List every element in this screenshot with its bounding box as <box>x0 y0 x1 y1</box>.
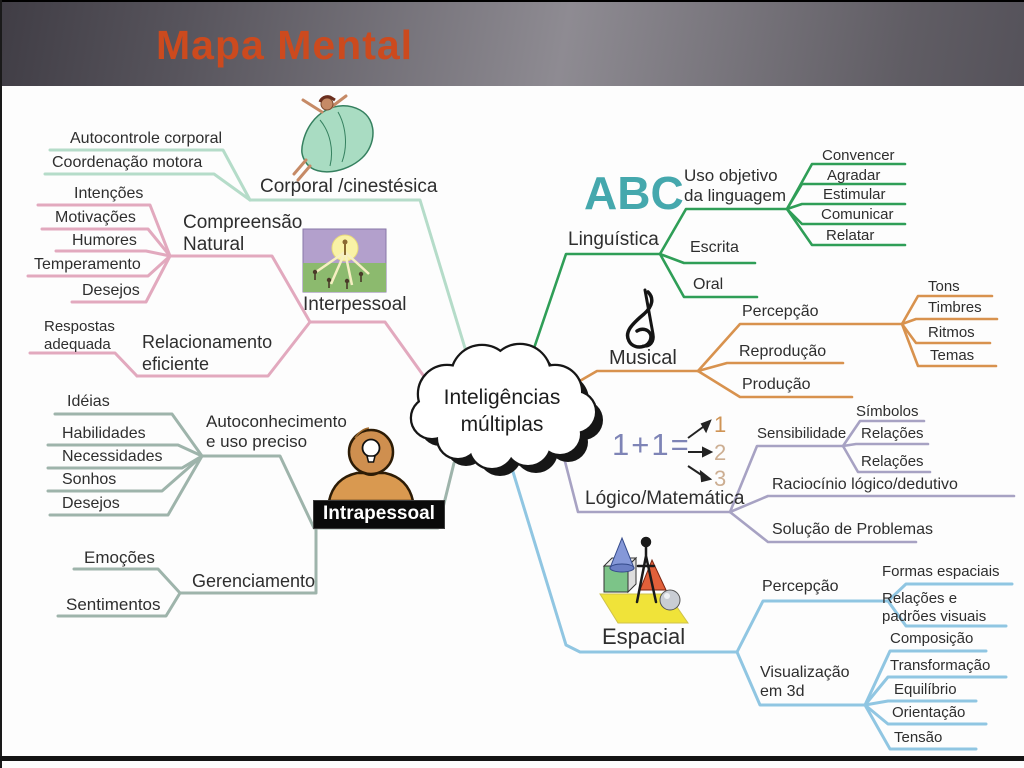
node-relacoes-padroes: Relações e padrões visuais <box>882 590 987 625</box>
node-compreensao-natural: Compreensão Natural <box>183 212 303 255</box>
dancer-icon <box>292 94 374 182</box>
equation-arrows-icon <box>687 419 714 483</box>
central-cloud <box>409 342 603 476</box>
branch-interpessoal: Interpessoal <box>303 294 407 315</box>
node-raciocinio: Raciocínio lógico/dedutivo <box>772 476 958 493</box>
node-autocontrole: Autocontrole corporal <box>70 130 223 147</box>
node-tons: Tons <box>928 278 960 295</box>
node-sonhos: Sonhos <box>62 471 117 488</box>
node-humores: Humores <box>72 232 137 249</box>
node-escrita: Escrita <box>690 239 739 256</box>
node-sensibilidade: Sensibilidade <box>757 425 847 442</box>
node-motivacoes: Motivações <box>55 209 136 226</box>
node-coordenacao: Coordenação motora <box>52 154 203 171</box>
equation-text: 1+1= <box>612 427 691 462</box>
node-respostas: Respostas adequada <box>44 318 115 353</box>
interpessoal-branch-lines <box>26 203 430 384</box>
people-circle-icon <box>302 228 387 293</box>
musical-branch-lines <box>576 294 999 399</box>
equation-result-2: 2 <box>714 440 727 465</box>
node-gerenciamento: Gerenciamento <box>192 571 316 591</box>
node-tensao: Tensão <box>894 729 943 746</box>
branch-logico: Lógico/Matemática <box>585 488 745 509</box>
node-autoconhecimento: Autoconhecimento e uso preciso <box>206 412 347 452</box>
slide-bottom-edge <box>0 756 1024 761</box>
node-desejos-natural: Desejos <box>82 282 140 299</box>
linguistica-branch-lines <box>528 162 907 362</box>
node-uso-objetivo: Uso objetivo da linguagem <box>684 166 787 206</box>
node-comunicar: Comunicar <box>821 206 894 223</box>
node-agradar: Agradar <box>827 167 881 184</box>
central-topic: Inteligências múltiplas <box>443 386 561 437</box>
branch-linguistica: Linguística <box>568 229 659 250</box>
node-convencer: Convencer <box>822 147 895 164</box>
node-estimular: Estimular <box>823 186 886 203</box>
node-temperamento: Temperamento <box>34 256 141 273</box>
node-reproducao: Reprodução <box>739 343 827 360</box>
node-orientacao: Orientação <box>892 704 966 721</box>
node-intencoes: Intenções <box>74 185 144 202</box>
branch-intrapessoal: Intrapessoal <box>313 500 445 529</box>
node-relacoes-2: Relações <box>861 453 924 470</box>
node-timbres: Timbres <box>928 299 982 316</box>
treble-clef-icon <box>625 288 655 349</box>
node-ritmos: Ritmos <box>928 324 975 341</box>
node-formas-espaciais: Formas espaciais <box>882 563 1000 580</box>
node-percepcao-musical: Percepção <box>742 303 819 320</box>
node-habilidades: Habilidades <box>62 425 146 442</box>
equation-result-1: 1 <box>714 412 727 437</box>
node-transformacao: Transformação <box>890 657 991 674</box>
head-lightbulb-icon <box>327 427 415 503</box>
node-ideias: Idéias <box>67 393 110 410</box>
espacial-branch-lines <box>508 460 1014 751</box>
corporal-branch-lines <box>43 148 470 360</box>
node-simbolos: Símbolos <box>856 403 919 420</box>
node-composicao: Composição <box>890 630 974 647</box>
branch-corporal: Corporal /cinestésica <box>260 176 438 197</box>
node-necessidades: Necessidades <box>62 448 163 465</box>
equation-result-3: 3 <box>714 466 727 491</box>
page-title: Mapa Mental <box>156 22 414 68</box>
node-percepcao-espacial: Percepção <box>762 578 839 595</box>
node-relacoes-1: Relações <box>861 425 924 442</box>
node-emocoes: Emoções <box>84 548 155 567</box>
node-relatar: Relatar <box>826 227 875 244</box>
slide-left-edge <box>0 0 2 768</box>
node-sentimentos: Sentimentos <box>66 595 161 614</box>
node-producao: Produção <box>742 376 811 393</box>
node-desejos-intra: Desejos <box>62 495 120 512</box>
node-equilibrio: Equilíbrio <box>894 681 957 698</box>
branch-musical: Musical <box>609 347 677 369</box>
geometric-shapes-icon <box>599 536 689 624</box>
node-relacionamento: Relacionamento eficiente <box>142 332 273 374</box>
abc-logo: ABC <box>584 167 684 219</box>
node-visualizacao-3d: Visualização em 3d <box>760 664 850 700</box>
logico-branch-lines <box>558 419 1016 544</box>
node-oral: Oral <box>693 276 724 293</box>
slide-header: Mapa Mental <box>0 0 1024 86</box>
node-solucao: Solução de Problemas <box>772 521 933 538</box>
node-temas: Temas <box>930 347 975 364</box>
branch-espacial: Espacial <box>602 624 686 649</box>
